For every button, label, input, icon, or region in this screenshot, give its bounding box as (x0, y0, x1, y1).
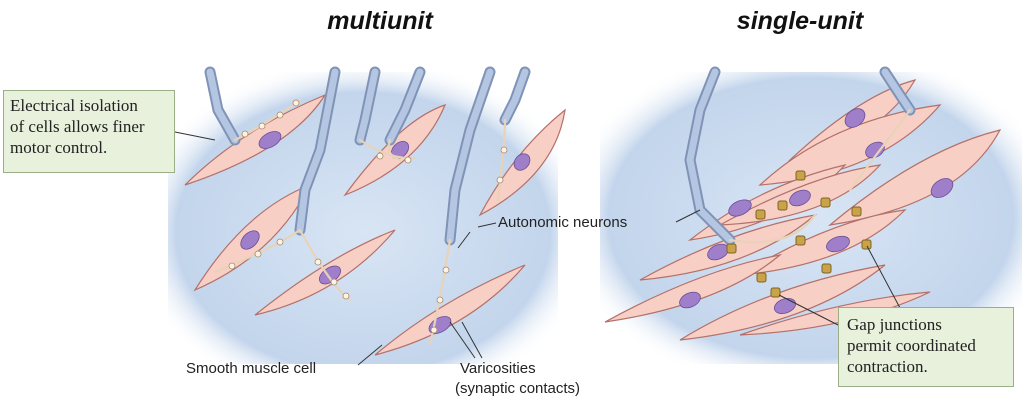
nucleus (826, 235, 850, 253)
multiunit-axons (204, 66, 531, 347)
nucleus (930, 178, 954, 198)
leader-lines (174, 131, 901, 366)
callout-line: permit coordinated (847, 336, 976, 355)
muscle-cell (184, 93, 327, 186)
gap-junction-icon (770, 287, 781, 298)
gap-junction-icon (777, 200, 788, 211)
nucleus (513, 153, 531, 171)
muscle-cell (374, 264, 526, 356)
varicosities-label: Varicosities (460, 360, 536, 377)
callout-gap-junctions: Gap junctions permit coordinated contrac… (838, 307, 1014, 387)
single-unit-nuclei (679, 108, 954, 314)
callout-line: contraction. (847, 357, 928, 376)
nucleus (679, 291, 701, 309)
gap-junction-icon (821, 263, 832, 274)
muscle-cell (604, 253, 783, 323)
muscle-cell (739, 291, 931, 336)
single-unit-axons (684, 66, 916, 246)
muscle-cell (827, 129, 1002, 226)
gap-junction-icon (756, 272, 767, 283)
nucleus (844, 108, 866, 128)
gap-junction-icon (795, 170, 806, 181)
nucleus (789, 189, 811, 207)
multiunit-title: multiunit (327, 7, 433, 35)
smooth-muscle-cell-label: Smooth muscle cell (186, 360, 317, 377)
nucleus (773, 298, 797, 314)
nucleus (728, 199, 752, 217)
gap-junction-icon (795, 235, 806, 246)
gap-junctions (726, 170, 872, 298)
synaptic-contacts-label: (synaptic contacts) (455, 380, 581, 397)
callout-line: Gap junctions (847, 315, 942, 334)
gap-junction-icon (755, 209, 766, 220)
nucleus (258, 131, 282, 149)
nucleus (240, 230, 260, 250)
autonomic-neurons-label: Autonomic neurons (498, 214, 628, 231)
gap-junction-icon (851, 206, 862, 217)
gap-junction-icon (861, 239, 872, 250)
muscle-cell (739, 209, 907, 276)
gap-junction-icon (726, 243, 737, 254)
callout-electrical-isolation: Electrical isolation of cells allows fin… (3, 90, 175, 173)
single-unit-title: single-unit (736, 7, 864, 35)
callout-line: Electrical isolation (10, 96, 138, 115)
callout-line: motor control. (10, 138, 108, 157)
callout-line: of cells allows finer (10, 117, 145, 136)
gap-junction-icon (820, 197, 831, 208)
